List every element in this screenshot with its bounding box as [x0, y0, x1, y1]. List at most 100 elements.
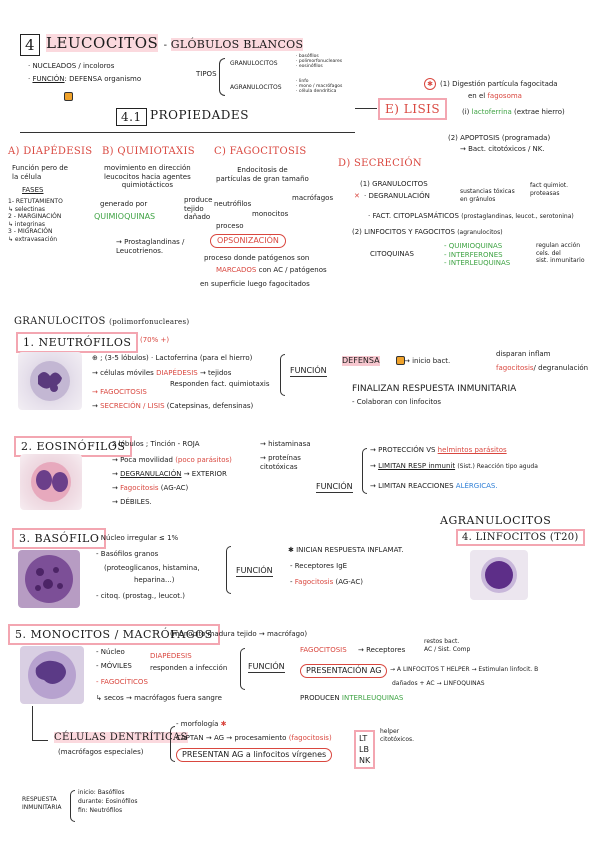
eosinofilo-image	[20, 454, 82, 510]
dendriticas-l1: - morfología ✱	[176, 720, 227, 728]
basofilo-line-3: (proteoglicanos, histamina,	[104, 564, 200, 572]
neutrofilos-line-4: → SECRECIÓN / LISIS (Catepsinas, defensi…	[92, 402, 254, 410]
generado-por: generado por	[100, 200, 148, 208]
dendriticas-l3: PRESENTAN AG a linfocitos vírgenes	[176, 748, 333, 762]
monocitos-f1b: → Receptores	[358, 646, 406, 654]
eosinofilos-f2: → LIMITAN RESP inmunit (Sist.) Reacción …	[370, 462, 538, 470]
neutrofilos-fagocitosis: fagocitosis/ degranulación	[496, 364, 589, 372]
degranulacion-text: sustancias tóxicas en gránulos	[460, 188, 515, 203]
macrofagos-label: macrófagos	[292, 194, 334, 202]
lisis-connector	[355, 108, 377, 109]
basofilo-line-3b: heparina...)	[134, 576, 175, 584]
neutrofilo-image	[18, 352, 82, 410]
neutrofilos-finalizan: FINALIZAN RESPUESTA INMUNITARIA	[352, 384, 517, 394]
dendriticas-connector-h	[32, 740, 48, 741]
secrecion-linfocitos: (2) LINFOCITOS Y FAGOCITOS (agranulocito…	[352, 228, 503, 236]
degranulacion: · DEGRANULACIÓN	[364, 192, 430, 200]
monocitos-f1: FAGOCITOSIS	[300, 646, 347, 654]
monocitos-label: monocitos	[252, 210, 289, 218]
basofilo-title: 3. BASÓFILO	[12, 528, 107, 549]
fases-list: 1- RETUTAMIENTO ↳ selectinas 2 - MARGINA…	[8, 198, 63, 243]
monocitos-brace	[240, 648, 245, 690]
linfocito-image	[470, 550, 528, 600]
monocitos-f3: PRODUCEN INTERLEUQUINAS	[300, 694, 404, 702]
propiedades-number: 4.1	[116, 108, 147, 126]
respuesta-brace	[70, 790, 75, 822]
prostaglandinas-text: → Prostaglandinas / Leucotrienos.	[116, 238, 185, 255]
dendriticas-brace	[170, 726, 175, 762]
eosinofilos-f3: → LIMITAN REACCIONES ALÉRGICAS.	[370, 482, 498, 490]
propiedades-bar	[20, 132, 355, 133]
monocitos-funcion: FUNCIÓN	[248, 662, 285, 673]
basofilo-f2: - Receptores IgE	[290, 562, 348, 570]
nucleados-line: · NUCLEADOS / incoloros	[28, 62, 115, 70]
monocitos-line-2: - MÓVILES	[96, 662, 132, 670]
opson-text-3: en superficie luego fagocitados	[200, 280, 310, 288]
basofilo-line-1: - Núcleo irregular ≤ 1%	[96, 534, 179, 542]
eosinofilos-line-3: → DEGRANULACIÓN → EXTERIOR	[112, 470, 227, 478]
monocitos-diapedesis: DIAPÉDESIS	[150, 652, 192, 660]
diapedesis-title: A) DIAPÉDESIS	[8, 146, 93, 157]
eosinofilos-brace	[362, 448, 367, 494]
neutrofilos-line-3: → FAGOCITOSIS	[92, 388, 147, 396]
dendriticas-connector	[32, 706, 33, 740]
lisis-title: E) LISIS	[378, 98, 448, 120]
monocitos-f2c: dañados + AC → LINFOQUINAS	[392, 680, 485, 687]
lisis-item-1c: (i) lactoferrina (extrae hierro)	[462, 108, 565, 116]
eosinofilos-side-1: → histaminasa	[260, 440, 311, 448]
eosinofilos-f1: → PROTECCIÓN VS helmintos parásitos	[370, 446, 507, 454]
monocitos-f1c: restos bact.AC / Sist. Comp	[424, 638, 471, 653]
neutrofilos-label: neutrófilos	[214, 200, 252, 208]
section-number: 4	[20, 34, 41, 56]
neutrofilos-note: (70% +)	[140, 336, 170, 344]
dendriticas-sub: (macrófagos especiales)	[58, 748, 144, 756]
monocitos-note: (monocito madura tejido → macrófago)	[170, 630, 308, 638]
linfocitos-title: 4. LINFOCITOS (T20)	[456, 529, 585, 546]
fases-label: FASES	[22, 186, 44, 194]
page-title: LEUCOCITOS - GLÓBULOS BLANCOS	[46, 34, 304, 52]
warning-icon	[64, 86, 73, 105]
basofilo-brace	[226, 546, 231, 594]
proceso-label: proceso	[216, 222, 244, 230]
monocito-image	[20, 646, 84, 704]
dendriticas-title: CÉLULAS DENTRÍTICAS	[54, 732, 188, 743]
neutrofilos-funcion: FUNCIÓN	[290, 366, 327, 377]
opsonizacion-badge: OPSONIZACIÓN	[210, 234, 286, 248]
monocitos-line-1: - Núcleo	[96, 648, 125, 656]
monocitos-responden: responden a infección	[150, 664, 228, 672]
eosinofilos-line-1: 2 lóbulos ; Tinción - ROJA	[112, 440, 200, 448]
neutrofilos-inicio: → inicio bact.	[404, 357, 451, 365]
eosinofilos-line-2: → Poca movilidad (poco parásitos)	[112, 456, 232, 464]
neutrofilos-line-2: → células móviles DIAPÉDESIS → tejidos	[92, 369, 232, 377]
granulocitos-title: GRANULOCITOS (polimorfonucleares)	[14, 316, 190, 327]
funcion-line: · FUNCIÓN: DEFENSA organismo	[28, 75, 142, 83]
basofilo-image	[18, 550, 80, 608]
eosinofilos-line-5: → DÉBILES.	[112, 498, 152, 506]
lisis-item-1b: en el fagosoma	[468, 92, 522, 100]
tipos-brace	[219, 58, 225, 96]
basofilo-line-2: - Basófilos granos	[96, 550, 159, 558]
quimioquinas-term: QUIMIOQUINAS	[94, 212, 156, 221]
monocitos-f2b: → A LINFOCITOS T HELPER → Estimulan linf…	[390, 666, 539, 673]
eosinofilos-funcion: FUNCIÓN	[316, 482, 353, 493]
neutrofilos-title: 1. NEUTRÓFILOS	[16, 332, 139, 353]
granulocitos-list: · basófilos· polimorfonucleares· eosinóf…	[296, 54, 343, 69]
warning-icon-2	[396, 350, 405, 369]
monocitos-line-4: ↳ secos → macrófagos fuera sangre	[96, 694, 222, 702]
basofilo-funcion: FUNCIÓN	[236, 566, 273, 577]
neutrofilos-line-2b: Responden fact. quimiotaxis	[170, 380, 270, 388]
lisis-item-1: (1) Digestión partícula fagocitada	[440, 80, 558, 88]
degranulacion-result: fact quimiot.proteasas	[530, 182, 569, 197]
tipos-label: TIPOS	[196, 70, 217, 78]
basofilo-f1: ✱ INICIAN RESPUESTA INFLAMAT.	[288, 546, 404, 554]
agranulocitos-type: AGRANULOCITOS	[230, 84, 282, 91]
monocitos-title: 5. MONOCITOS / MACRÓFAGOS	[8, 624, 220, 645]
eosinofilos-line-4: → Fagocitosis (AG-AC)	[112, 484, 189, 492]
secrecion-granulocitos: (1) GRANULOCITOS	[360, 180, 428, 188]
